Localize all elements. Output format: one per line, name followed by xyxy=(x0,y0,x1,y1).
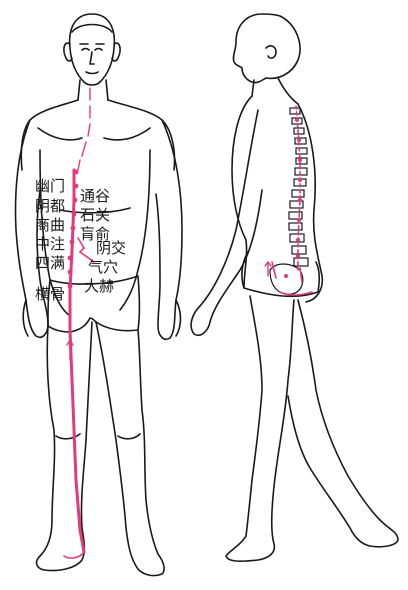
meridian-foot-curve xyxy=(64,552,84,558)
acupoint-label-siman: 四满 xyxy=(35,255,65,271)
spine-vertebrae xyxy=(270,108,308,294)
meridian-dashed-upper xyxy=(78,88,90,170)
front-left-leg xyxy=(37,322,92,571)
kidney-meridian-side xyxy=(265,106,312,295)
acupoint-label-yinjiao: 阴交 xyxy=(96,240,126,256)
side-body-figure xyxy=(191,14,398,561)
front-torso xyxy=(21,100,174,170)
front-right-leg xyxy=(96,322,164,576)
acupoint-label-yindu: 阴都 xyxy=(35,198,65,214)
acupoint-label-dahe: 大赫 xyxy=(84,278,114,294)
acupoint-label-shiguan: 石关 xyxy=(80,207,110,223)
side-back-leg xyxy=(288,300,398,547)
side-meridian-spine xyxy=(296,106,300,270)
acupoint-label-zhongzhu: 中注 xyxy=(35,236,65,252)
acupoint-label-youmen: 幽门 xyxy=(35,178,65,194)
acupoint-label-qixue: 气穴 xyxy=(88,259,118,275)
acupoint-label-tonggu: 通谷 xyxy=(80,188,110,204)
front-neck xyxy=(78,80,108,100)
side-meridian-pelvis xyxy=(272,262,312,295)
acupoint-label-shangqu: 商曲 xyxy=(35,217,65,233)
acupoint-label-henggu: 横骨 xyxy=(35,286,65,302)
side-front-leg xyxy=(226,296,294,561)
kidney-meridian-front xyxy=(64,88,94,558)
